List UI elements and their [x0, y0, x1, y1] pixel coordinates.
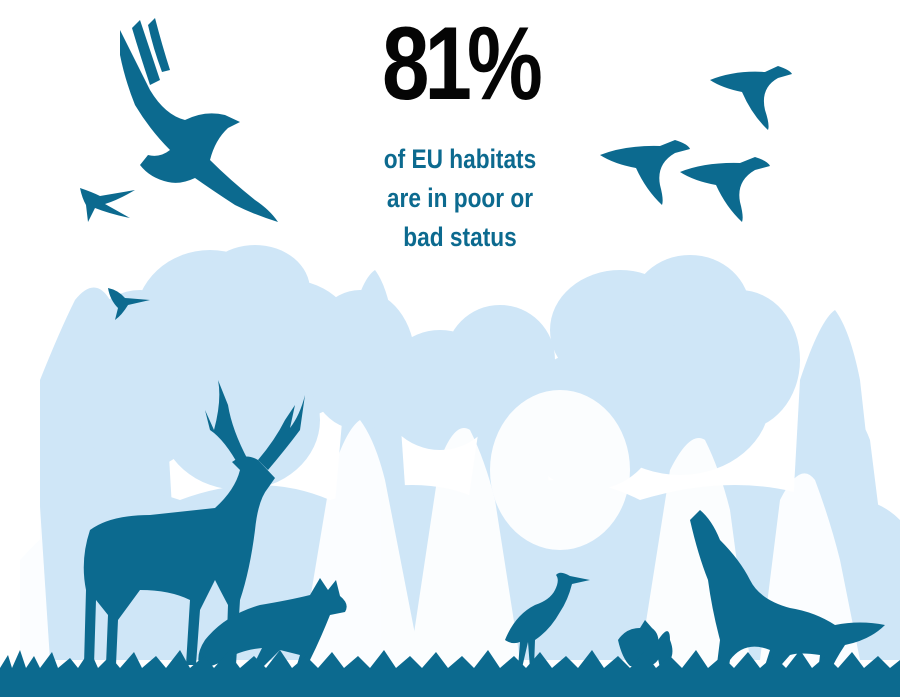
- wolf-icon: [690, 510, 885, 672]
- hummingbird-icon: [108, 288, 150, 320]
- duck-icon: [680, 157, 770, 222]
- fox-icon: [198, 578, 347, 668]
- headline-caption: of EU habitats are in poor or bad status: [351, 140, 569, 257]
- caption-line-2: are in poor or: [386, 183, 534, 213]
- caption-line-3: bad status: [403, 222, 517, 252]
- headline-percentage: 81%: [382, 6, 543, 122]
- duck-icon: [600, 140, 690, 205]
- caption-line-1: of EU habitats: [383, 144, 537, 174]
- heron-icon: [505, 572, 590, 668]
- grass-ground: [0, 650, 900, 697]
- squirrel-icon: [618, 620, 673, 668]
- swallow-icon: [80, 188, 135, 222]
- duck-icon: [710, 66, 792, 130]
- deer-icon: [83, 380, 305, 665]
- eagle-icon: [120, 18, 278, 222]
